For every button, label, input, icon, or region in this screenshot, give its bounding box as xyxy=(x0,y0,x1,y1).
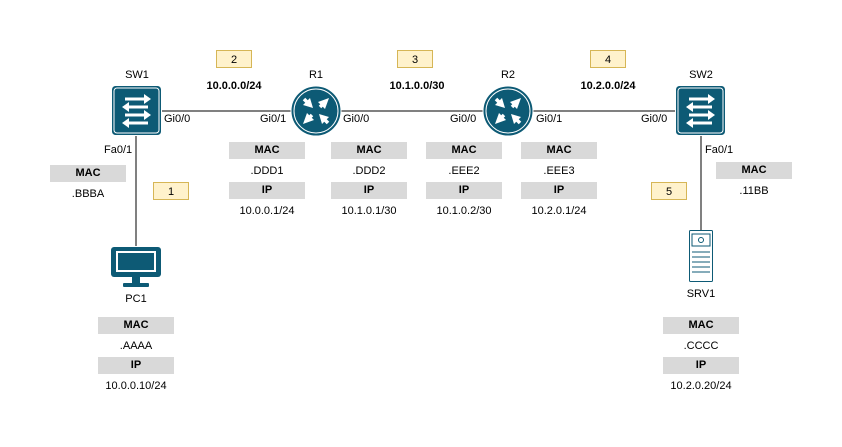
step-badge-1: 1 xyxy=(153,182,189,200)
step-badge-2: 2 xyxy=(216,50,252,68)
sw1-gi00-label: Gi0/0 xyxy=(164,113,191,125)
r1-gi00-ip-value: 10.1.0.1/30 xyxy=(341,205,397,217)
r1-gi01-mac-value: .DDD1 xyxy=(250,165,284,177)
r1-gi00-mac-value: .DDD2 xyxy=(352,165,386,177)
r2-gi00-ip-value: 10.1.0.2/30 xyxy=(436,205,492,217)
srv1-label: SRV1 xyxy=(686,288,716,300)
sw2-gi00-label: Gi0/0 xyxy=(641,113,668,125)
switch-icon[interactable] xyxy=(111,85,162,136)
r1-gi01-ip-value: 10.0.0.1/24 xyxy=(239,205,295,217)
pc1-label: PC1 xyxy=(125,293,147,305)
sw1-fa01-label: Fa0/1 xyxy=(104,144,133,156)
r2-gi00-ip-header: IP xyxy=(426,182,502,199)
sw2-fa01-mac-value: .11BB xyxy=(739,185,769,197)
step-badge-5: 5 xyxy=(651,182,687,200)
r2-gi01-ip-header: IP xyxy=(521,182,597,199)
r2-label: R2 xyxy=(500,69,516,81)
r2-gi01-mac-header: MAC xyxy=(521,142,597,159)
sw1-fa01-mac-header: MAC xyxy=(50,165,126,182)
r2-gi01-mac-value: .EEE3 xyxy=(543,165,575,177)
r1-gi00-mac-header: MAC xyxy=(331,142,407,159)
router-icon[interactable] xyxy=(482,85,534,137)
r2-gi01-label: Gi0/1 xyxy=(536,113,563,125)
r2-gi01-ip-value: 10.2.0.1/24 xyxy=(531,205,587,217)
r1-label: R1 xyxy=(308,69,324,81)
sw2-fa01-label: Fa0/1 xyxy=(705,144,734,156)
sw1-fa01-mac-value: .BBBA xyxy=(71,188,105,200)
sw1-label: SW1 xyxy=(125,69,149,81)
r1-gi01-label: Gi0/1 xyxy=(260,113,287,125)
network-label-1: 10.0.0.0/24 xyxy=(206,80,262,92)
r1-gi01-mac-header: MAC xyxy=(229,142,305,159)
srv1-mac-value: .CCCC xyxy=(683,340,719,352)
srv1-ip-header: IP xyxy=(663,357,739,374)
switch-icon[interactable] xyxy=(675,85,726,136)
r1-gi00-label: Gi0/0 xyxy=(343,113,370,125)
pc1-mac-value: .AAAA xyxy=(119,340,153,352)
server-icon[interactable] xyxy=(689,230,713,282)
pc-icon[interactable] xyxy=(110,246,162,288)
step-badge-3: 3 xyxy=(397,50,433,68)
step-badge-4: 4 xyxy=(590,50,626,68)
srv1-mac-header: MAC xyxy=(663,317,739,334)
pc1-ip-value: 10.0.0.10/24 xyxy=(105,380,167,392)
sw2-fa01-mac-header: MAC xyxy=(716,162,792,179)
r2-gi00-mac-value: .EEE2 xyxy=(448,165,480,177)
sw2-label: SW2 xyxy=(689,69,713,81)
pc1-mac-header: MAC xyxy=(98,317,174,334)
network-label-3: 10.2.0.0/24 xyxy=(580,80,636,92)
network-label-2: 10.1.0.0/30 xyxy=(389,80,445,92)
r1-gi01-ip-header: IP xyxy=(229,182,305,199)
r2-gi00-mac-header: MAC xyxy=(426,142,502,159)
router-icon[interactable] xyxy=(290,85,342,137)
pc1-ip-header: IP xyxy=(98,357,174,374)
r2-gi00-label: Gi0/0 xyxy=(450,113,477,125)
srv1-ip-value: 10.2.0.20/24 xyxy=(670,380,732,392)
r1-gi00-ip-header: IP xyxy=(331,182,407,199)
